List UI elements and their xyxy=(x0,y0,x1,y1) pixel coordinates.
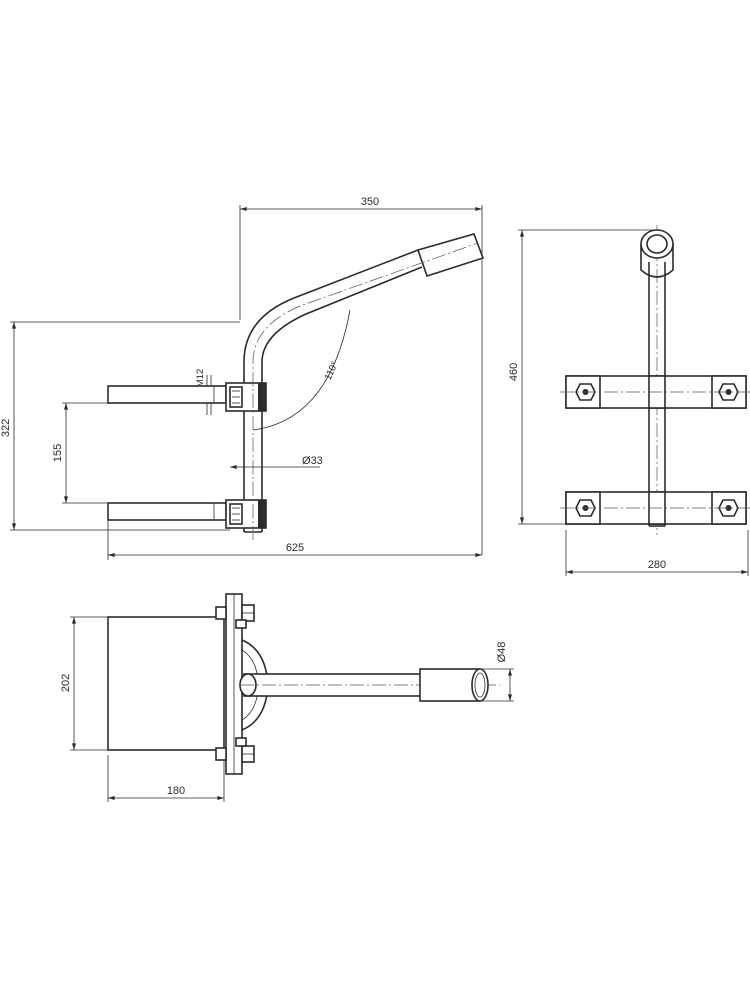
dim-350-label: 350 xyxy=(361,196,379,208)
top-view: 202 180 Ø48 xyxy=(60,593,514,802)
dim-155-label: 155 xyxy=(52,444,64,462)
dim-460-label: 460 xyxy=(508,363,520,381)
dim-625-label: 625 xyxy=(286,542,304,554)
dim-280-label: 280 xyxy=(648,559,666,571)
dim-dia48-label: Ø48 xyxy=(496,642,508,663)
dim-dia33-label: Ø33 xyxy=(302,455,323,467)
dim-322-label: 322 xyxy=(0,419,12,437)
side-view: 460 280 xyxy=(508,225,750,576)
dim-180-label: 180 xyxy=(167,785,185,797)
dim-angle-label: 110° xyxy=(323,360,341,382)
dim-202-label: 202 xyxy=(60,674,72,692)
front-view: 350 322 155 625 M12 xyxy=(0,196,485,560)
dim-m12-label: M12 xyxy=(195,369,206,387)
